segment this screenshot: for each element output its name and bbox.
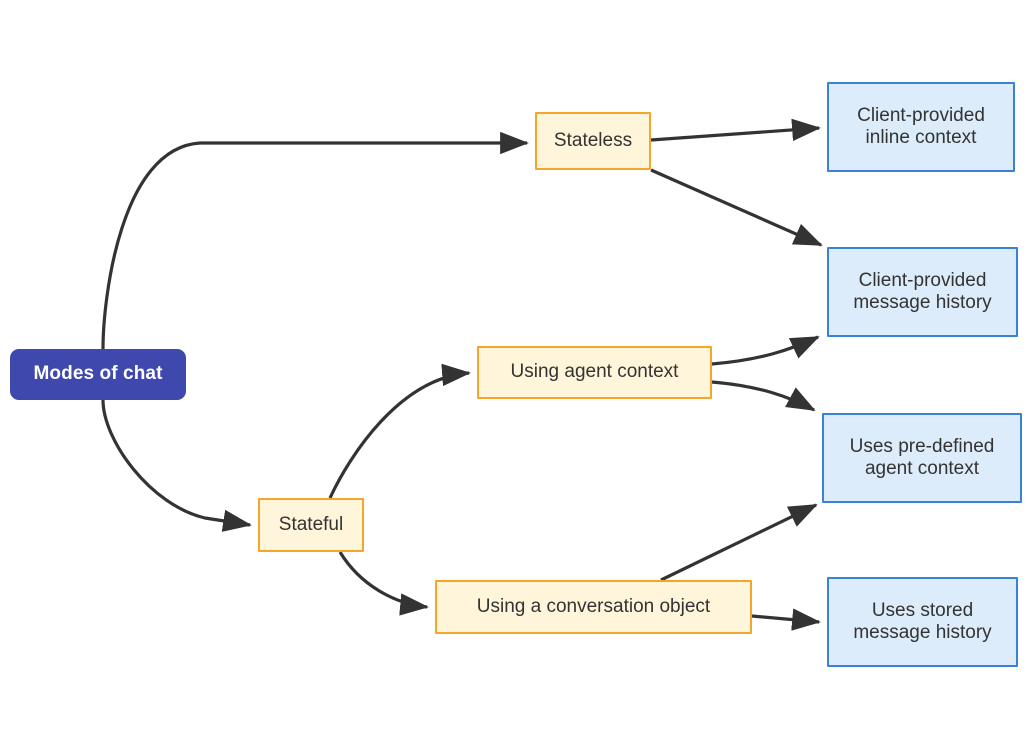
node-uses-stored-message-history[interactable]: Uses stored message history	[827, 577, 1018, 667]
node-client-provided-inline-context[interactable]: Client-provided inline context	[827, 82, 1015, 172]
node-label: Uses pre-defined agent context	[849, 435, 995, 479]
edge-conversation-object-to-predefined-agent-context	[660, 503, 818, 582]
node-label: Stateless	[553, 129, 633, 151]
edge-stateful-to-agent-context	[328, 363, 471, 499]
node-uses-pre-defined-agent-context[interactable]: Uses pre-defined agent context	[822, 413, 1022, 503]
node-label: Client-provided inline context	[857, 104, 985, 148]
node-label: Stateful	[278, 513, 344, 535]
node-label: Using a conversation object	[476, 595, 711, 617]
node-modes-of-chat[interactable]: Modes of chat	[10, 349, 186, 400]
node-stateless[interactable]: Stateless	[535, 112, 651, 170]
node-client-provided-message-history[interactable]: Client-provided message history	[827, 247, 1018, 337]
node-stateful[interactable]: Stateful	[258, 498, 364, 552]
node-label: Uses stored message history	[853, 599, 992, 643]
edge-stateful-to-conversation-object	[338, 551, 429, 616]
node-using-agent-context[interactable]: Using agent context	[477, 346, 712, 399]
edge-stateless-to-inline-context	[650, 118, 821, 142]
edge-agent-context-to-predefined-agent-context	[711, 380, 816, 412]
node-label: Using agent context	[510, 361, 679, 383]
node-label: Client-provided message history	[853, 269, 992, 313]
edge-root-to-stateless	[101, 131, 529, 350]
edge-root-to-stateful	[101, 399, 252, 532]
node-using-a-conversation-object[interactable]: Using a conversation object	[435, 580, 752, 634]
node-label: Modes of chat	[33, 363, 163, 385]
edge-stateless-to-message-history	[650, 168, 823, 247]
edge-agent-context-to-message-history	[711, 335, 820, 366]
edge-conversation-object-to-stored-message-history	[751, 608, 821, 631]
